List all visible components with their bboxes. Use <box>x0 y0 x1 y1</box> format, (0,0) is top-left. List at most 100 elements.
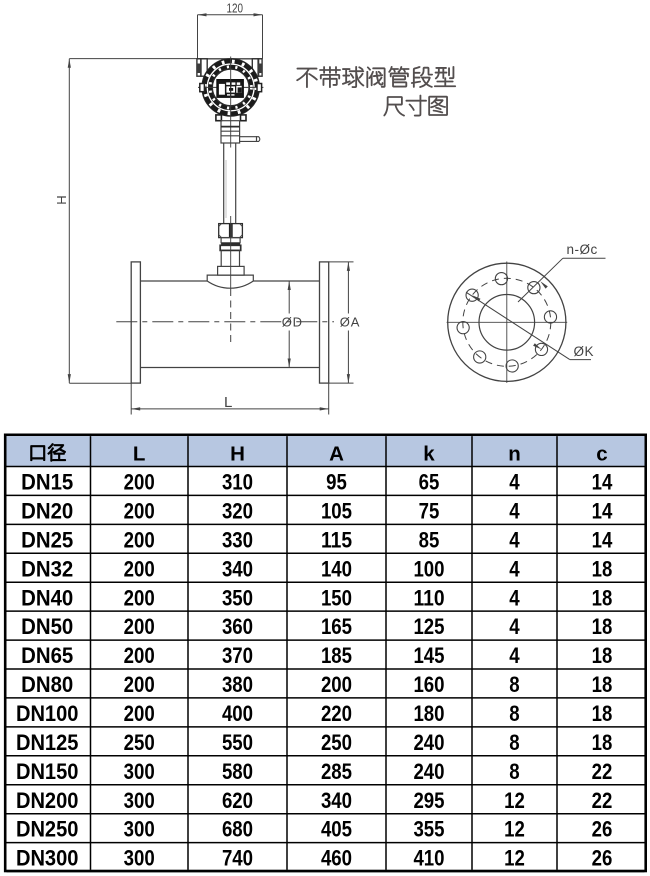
svg-text:DN15: DN15 <box>21 470 73 495</box>
svg-text:110: 110 <box>413 585 444 610</box>
svg-text:310: 310 <box>222 470 253 495</box>
svg-text:370: 370 <box>222 643 253 668</box>
svg-text:75: 75 <box>419 499 440 524</box>
svg-text:n: n <box>508 442 521 465</box>
svg-text:340: 340 <box>321 788 352 813</box>
svg-text:DN300: DN300 <box>16 846 79 871</box>
svg-text:DN40: DN40 <box>21 585 73 610</box>
svg-text:285: 285 <box>321 759 352 784</box>
svg-text:680: 680 <box>222 817 253 842</box>
svg-text:8: 8 <box>509 701 519 726</box>
svg-text:300: 300 <box>124 759 155 784</box>
svg-text:L: L <box>133 442 146 465</box>
svg-text:ØA: ØA <box>340 315 360 330</box>
svg-text:200: 200 <box>124 672 155 697</box>
svg-text:14: 14 <box>592 470 613 495</box>
svg-text:550: 550 <box>222 730 253 755</box>
svg-text:DN150: DN150 <box>16 759 79 784</box>
svg-text:8: 8 <box>509 759 519 784</box>
svg-text:350: 350 <box>222 585 253 610</box>
svg-text:18: 18 <box>592 585 613 610</box>
svg-text:ØK: ØK <box>574 344 595 359</box>
svg-text:4: 4 <box>509 643 520 668</box>
svg-text:460: 460 <box>321 846 352 871</box>
svg-text:360: 360 <box>222 614 253 639</box>
svg-text:250: 250 <box>124 730 155 755</box>
svg-text:240: 240 <box>413 730 444 755</box>
svg-text:DN100: DN100 <box>16 701 79 726</box>
svg-text:H: H <box>230 442 245 465</box>
svg-text:200: 200 <box>124 470 155 495</box>
svg-text:n-Øc: n-Øc <box>567 242 598 257</box>
svg-text:145: 145 <box>413 643 444 668</box>
svg-text:620: 620 <box>222 788 253 813</box>
svg-text:12: 12 <box>504 846 525 871</box>
svg-text:330: 330 <box>222 527 253 552</box>
svg-text:DN125: DN125 <box>16 730 79 755</box>
svg-text:300: 300 <box>124 846 155 871</box>
svg-text:200: 200 <box>124 585 155 610</box>
svg-text:26: 26 <box>592 846 613 871</box>
svg-text:4: 4 <box>509 585 520 610</box>
svg-text:18: 18 <box>592 643 613 668</box>
svg-text:4: 4 <box>509 614 520 639</box>
svg-text:22: 22 <box>592 788 613 813</box>
svg-text:150: 150 <box>321 585 352 610</box>
svg-text:DN200: DN200 <box>16 788 79 813</box>
svg-text:200: 200 <box>124 701 155 726</box>
svg-text:200: 200 <box>321 672 352 697</box>
svg-text:300: 300 <box>124 788 155 813</box>
svg-text:65: 65 <box>419 470 440 495</box>
svg-text:L: L <box>224 394 232 411</box>
svg-text:320: 320 <box>222 499 253 524</box>
svg-text:400: 400 <box>222 701 253 726</box>
svg-text:18: 18 <box>592 614 613 639</box>
svg-text:295: 295 <box>413 788 444 813</box>
svg-text:4: 4 <box>509 527 520 552</box>
svg-text:DN80: DN80 <box>21 672 73 697</box>
svg-text:k: k <box>423 442 435 465</box>
svg-text:95: 95 <box>326 470 347 495</box>
svg-text:140: 140 <box>321 556 352 581</box>
svg-text:18: 18 <box>592 701 613 726</box>
svg-text:18: 18 <box>592 730 613 755</box>
svg-text:405: 405 <box>321 817 352 842</box>
svg-text:185: 185 <box>321 643 352 668</box>
svg-text:120: 120 <box>227 0 244 15</box>
svg-text:740: 740 <box>222 846 253 871</box>
svg-text:12: 12 <box>504 817 525 842</box>
svg-text:c: c <box>596 442 607 465</box>
svg-text:200: 200 <box>124 614 155 639</box>
svg-text:200: 200 <box>124 556 155 581</box>
svg-text:A: A <box>329 442 344 465</box>
svg-text:14: 14 <box>592 527 613 552</box>
svg-text:340: 340 <box>222 556 253 581</box>
svg-text:355: 355 <box>413 817 444 842</box>
svg-text:18: 18 <box>592 672 613 697</box>
svg-text:165: 165 <box>321 614 352 639</box>
svg-text:4: 4 <box>509 556 520 581</box>
svg-text:4: 4 <box>509 499 520 524</box>
svg-text:26: 26 <box>592 817 613 842</box>
svg-text:200: 200 <box>124 499 155 524</box>
svg-text:DN25: DN25 <box>21 527 73 552</box>
svg-text:DN65: DN65 <box>21 643 73 668</box>
svg-text:180: 180 <box>413 701 444 726</box>
svg-text:115: 115 <box>321 527 352 552</box>
svg-text:8: 8 <box>509 672 519 697</box>
svg-text:380: 380 <box>222 672 253 697</box>
svg-text:300: 300 <box>124 817 155 842</box>
svg-text:14: 14 <box>592 499 613 524</box>
svg-text:DN250: DN250 <box>16 817 79 842</box>
svg-text:220: 220 <box>321 701 352 726</box>
svg-text:85: 85 <box>419 527 440 552</box>
svg-text:22: 22 <box>592 759 613 784</box>
svg-text:410: 410 <box>413 846 444 871</box>
svg-text:160: 160 <box>413 672 444 697</box>
svg-text:DN50: DN50 <box>21 614 73 639</box>
svg-text:DN20: DN20 <box>21 499 73 524</box>
svg-text:ØD: ØD <box>282 315 303 330</box>
svg-text:250: 250 <box>321 730 352 755</box>
svg-text:240: 240 <box>413 759 444 784</box>
svg-text:200: 200 <box>124 527 155 552</box>
